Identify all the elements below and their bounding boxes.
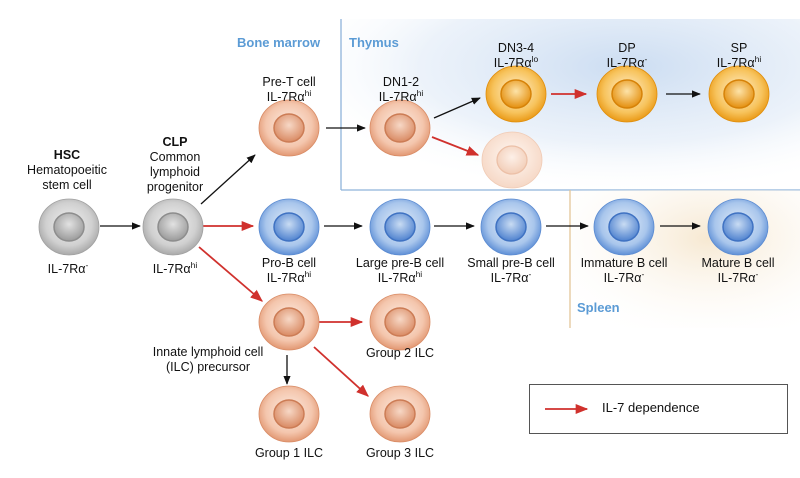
mature-b-name: Mature B cell [701, 256, 775, 270]
group3-ilc-name: Group 3 ILC [365, 446, 435, 460]
dn34-name: DN3-4 [497, 41, 535, 55]
small-pre-b-marker-sup: - [528, 269, 532, 279]
group2-ilc-name: Group 2 ILC [365, 346, 435, 360]
mature-b-marker-sup: - [755, 269, 759, 279]
clp-cell [142, 198, 204, 256]
sp-marker-sup: hi [754, 54, 762, 64]
sp-cell [708, 65, 770, 123]
red-arrow-dn12-faded [431, 136, 480, 156]
clp-marker: IL-7Rαhi [152, 260, 198, 277]
clp-label: CLP Common lymphoid progenitor [147, 135, 203, 195]
clp-name-line2: lymphoid [149, 165, 201, 179]
red-arrow-clp-ilcp [198, 246, 263, 302]
hsc-name-line2: stem cell [42, 178, 92, 192]
dn34-label: DN3-4 IL-7Rαlo [494, 41, 538, 71]
arrow-clp-pret [200, 154, 256, 205]
sp-label: SP IL-7Rαhi [717, 41, 761, 71]
pre-t-marker-sup: hi [304, 88, 312, 98]
dn34-marker-sup: lo [531, 54, 539, 64]
red-arrow-ilcp-group3 [313, 346, 369, 397]
pro-b-name: Pro-B cell [261, 256, 317, 270]
hsc-marker-base: IL-7Rα [47, 262, 86, 276]
mature-b-cell [707, 198, 769, 256]
dn12-marker-base: IL-7Rα [378, 90, 417, 104]
pro-b-label: Pro-B cell IL-7Rαhi [262, 256, 316, 286]
small-pre-b-name: Small pre-B cell [467, 256, 555, 270]
group1-ilc-name: Group 1 ILC [254, 446, 324, 460]
dp-marker-sup: - [644, 54, 648, 64]
region-label-thymus: Thymus [349, 35, 399, 50]
group3-ilc-cell [369, 385, 431, 443]
large-pre-b-marker-base: IL-7Rα [377, 271, 416, 285]
ilc-precursor-name-line2: (ILC) precursor [165, 360, 251, 374]
immature-b-name: Immature B cell [580, 256, 668, 270]
sp-name: SP [730, 41, 748, 55]
hsc-name-line1: Hematopoeitic [27, 163, 107, 177]
mature-b-marker-base: IL-7Rα [717, 271, 756, 285]
ilc-precursor-name-line1: Innate lymphoid cell [152, 345, 264, 359]
pro-b-marker-base: IL-7Rα [266, 271, 305, 285]
hsc-marker-sup: - [85, 260, 89, 270]
small-pre-b-cell [480, 198, 542, 256]
dp-label: DP IL-7Rα- [607, 41, 648, 71]
dp-name: DP [618, 41, 636, 55]
dn12-name: DN1-2 [382, 75, 420, 89]
group1-ilc-cell [258, 385, 320, 443]
clp-abbr: CLP [162, 135, 188, 149]
ilc-precursor-cell [258, 293, 320, 351]
hsc-cell [38, 198, 100, 256]
clp-name-line1: Common [149, 150, 201, 164]
hsc-abbr: HSC [53, 148, 81, 162]
large-pre-b-name: Large pre-B cell [355, 256, 445, 270]
dn34-cell [485, 65, 547, 123]
immature-b-marker-sup: - [641, 269, 645, 279]
immature-b-marker-base: IL-7Rα [603, 271, 642, 285]
arrow-dn12-dn34 [433, 97, 481, 119]
region-label-spleen: Spleen [577, 300, 620, 315]
ilc-precursor-label: Innate lymphoid cell (ILC) precursor [153, 345, 263, 375]
hsc-label: HSC Hematopoeitic stem cell [27, 148, 107, 193]
dn12-label: DN1-2 IL-7Rαhi [379, 75, 423, 105]
dp-cell [596, 65, 658, 123]
black-arrows [100, 90, 701, 385]
red-arrows [198, 88, 588, 397]
small-pre-b-marker-base: IL-7Rα [490, 271, 529, 285]
pre-t-marker-base: IL-7Rα [266, 90, 305, 104]
sp-marker-base: IL-7Rα [716, 56, 755, 70]
region-label-bone-marrow: Bone marrow [237, 35, 321, 50]
pre-t-name: Pre-T cell [262, 75, 316, 89]
clp-marker-base: IL-7Rα [152, 262, 191, 276]
group1-ilc-label: Group 1 ILC [255, 446, 323, 461]
large-pre-b-label: Large pre-B cell IL-7Rαhi [356, 256, 444, 286]
legend-box [529, 384, 788, 434]
legend-label: IL-7 dependence [602, 400, 700, 415]
large-pre-b-marker-sup: hi [415, 269, 423, 279]
hsc-marker: IL-7Rα- [47, 260, 89, 277]
clp-name-line3: progenitor [146, 180, 204, 194]
group2-ilc-cell [369, 293, 431, 351]
small-pre-b-label: Small pre-B cell IL-7Rα- [467, 256, 555, 286]
pre-t-label: Pre-T cell IL-7Rαhi [262, 75, 315, 105]
dp-marker-base: IL-7Rα [606, 56, 645, 70]
group3-ilc-label: Group 3 ILC [366, 446, 434, 461]
group2-ilc-label: Group 2 ILC [366, 346, 434, 361]
immature-b-cell [593, 198, 655, 256]
dn12-cell [369, 99, 431, 157]
pro-b-marker-sup: hi [304, 269, 312, 279]
faded-t-lineage-cell [481, 131, 543, 189]
pre-t-cell [258, 99, 320, 157]
immature-b-label: Immature B cell IL-7Rα- [581, 256, 668, 286]
dn34-marker-base: IL-7Rα [493, 56, 532, 70]
dn12-marker-sup: hi [416, 88, 424, 98]
large-pre-b-cell [369, 198, 431, 256]
clp-marker-sup: hi [190, 260, 198, 270]
mature-b-label: Mature B cell IL-7Rα- [702, 256, 775, 286]
pro-b-cell [258, 198, 320, 256]
